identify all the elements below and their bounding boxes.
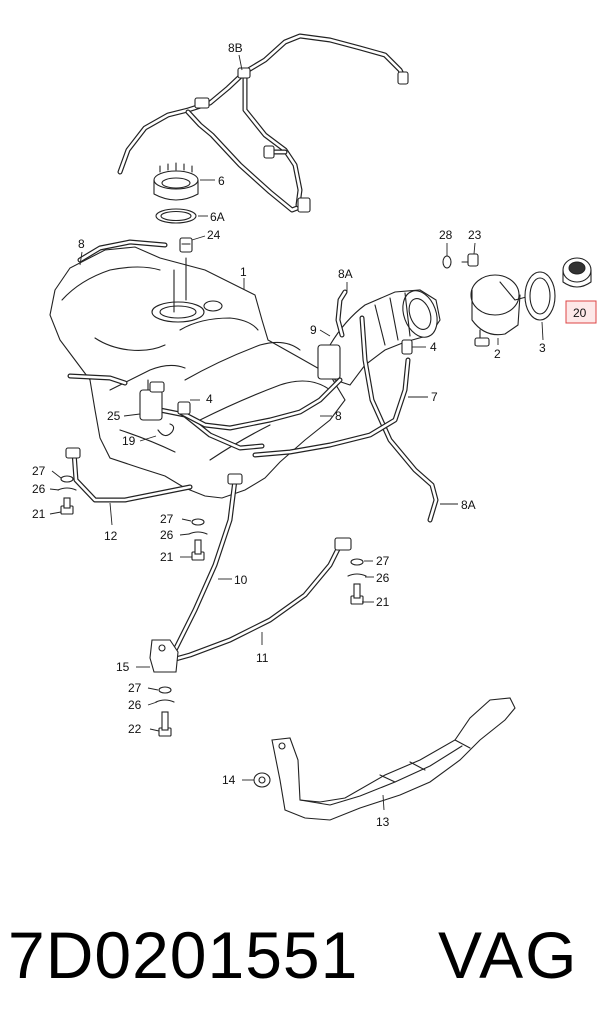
bracket-15: [149, 639, 179, 673]
callout-2: 2: [494, 347, 501, 361]
callout-27-c: 27: [376, 554, 390, 568]
callout-8A-top: 8A: [338, 267, 353, 281]
cap-20: [562, 257, 592, 288]
locking-ring: [153, 162, 199, 201]
callout-26-b: 26: [160, 528, 174, 542]
connector-4-mid: [177, 401, 191, 415]
callout-9: 9: [310, 323, 317, 337]
callout-7: 7: [431, 390, 438, 404]
callout-21-c: 21: [376, 595, 390, 609]
callout-21-b: 21: [160, 550, 174, 564]
callout-24: 24: [207, 228, 221, 242]
hardware-group-b: [188, 518, 208, 561]
bolt-23: [461, 253, 479, 267]
brand-name: VAG: [438, 918, 579, 992]
seal-ring: [155, 208, 197, 224]
callout-27-b: 27: [160, 512, 174, 526]
callout-14: 14: [222, 773, 236, 787]
callout-8B: 8B: [228, 41, 243, 55]
leader-lines: [49, 54, 544, 811]
seal-ring-3: [524, 271, 556, 321]
callout-22: 22: [128, 722, 142, 736]
callout-10: 10: [234, 573, 248, 587]
callout-15: 15: [116, 660, 130, 674]
callout-26-a: 26: [32, 482, 46, 496]
callout-25: 25: [107, 409, 121, 423]
callout-8-mid: 8: [335, 409, 342, 423]
callout-11: 11: [256, 651, 269, 665]
strap-11: [169, 537, 352, 663]
callout-8-top: 8: [78, 237, 85, 251]
strap-10: [172, 473, 243, 653]
callout-27-a: 27: [32, 464, 46, 478]
nut-14: [253, 772, 271, 788]
callout-26-d: 26: [128, 698, 142, 712]
strap-12: [65, 447, 193, 503]
pipe-8-upper: [67, 239, 168, 386]
callout-20: 20: [573, 306, 587, 320]
footer-caption: 7D0201551 VAG: [0, 900, 600, 1010]
valve-25: [139, 379, 165, 421]
washer-28: [442, 255, 452, 269]
clip-24: [179, 237, 193, 253]
callout-labels: 8B 6 6A 24 8 1 28 23 8A 9 4 2 3 20 4 25 …: [32, 41, 587, 829]
callout-12: 12: [104, 529, 118, 543]
pipe-8-mid: [157, 377, 343, 451]
breather-pipe-8B: [117, 33, 409, 213]
callout-1: 1: [240, 265, 247, 279]
fuel-sender-unit: [470, 274, 531, 347]
highlight-box-20: [565, 300, 597, 324]
hardware-group-c: [347, 558, 367, 605]
callout-19: 19: [122, 434, 136, 448]
callout-21-a: 21: [32, 507, 46, 521]
fuel-tank: [49, 246, 346, 499]
callout-4-right: 4: [430, 340, 437, 354]
hardware-group-a: [57, 475, 77, 515]
callout-8A-bottom: 8A: [461, 498, 476, 512]
callout-23: 23: [468, 228, 482, 242]
callout-4-mid: 4: [206, 392, 213, 406]
heat-shield: [271, 697, 516, 821]
callout-6A: 6A: [210, 210, 225, 224]
pipe-7: [252, 339, 413, 458]
fuel-tank-exploded-diagram: 8B 6 6A 24 8 1 28 23 8A 9 4 2 3 20 4 25 …: [32, 33, 597, 829]
vent-hose-8A: [359, 315, 439, 523]
part-number: 7D0201551: [8, 918, 359, 992]
callout-28: 28: [439, 228, 453, 242]
clip-19: [157, 423, 175, 437]
callout-6: 6: [218, 174, 225, 188]
callout-27-d: 27: [128, 681, 142, 695]
callout-26-c: 26: [376, 571, 390, 585]
hardware-group-d: [155, 686, 175, 737]
callout-3: 3: [539, 341, 546, 355]
callout-13: 13: [376, 815, 390, 829]
filler-neck: [317, 289, 441, 386]
